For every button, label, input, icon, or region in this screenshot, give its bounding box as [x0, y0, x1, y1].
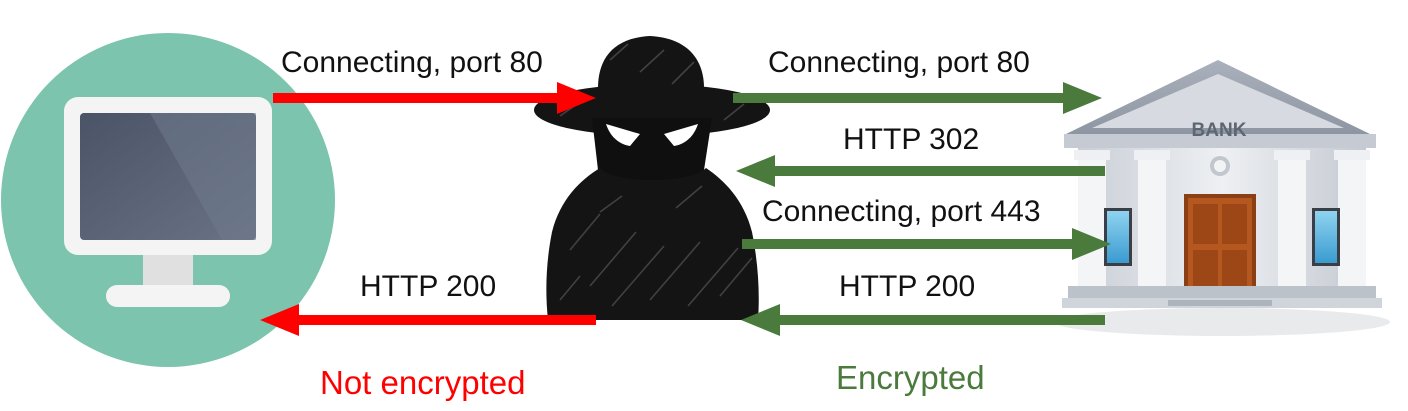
label-client-connecting-port-80: Connecting, port 80 [281, 46, 543, 79]
arrow-bank-to-attacker-200 [741, 304, 1105, 336]
spy-hat-silhouette-icon [534, 36, 770, 320]
bank-building-icon [1054, 60, 1390, 336]
bank-sign: BANK [1192, 120, 1247, 141]
label-attacker-connecting-port-80: Connecting, port 80 [768, 46, 1030, 79]
arrow-bank-to-attacker-302 [736, 155, 1105, 187]
arrow-client-to-attacker [273, 82, 596, 114]
label-bank-http-200: HTTP 200 [839, 270, 976, 303]
arrow-attacker-to-client-200 [260, 304, 596, 336]
label-connecting-port-443: Connecting, port 443 [762, 195, 1041, 228]
arrow-attacker-to-bank-port443 [742, 228, 1111, 260]
caption-not-encrypted: Not encrypted [320, 364, 526, 401]
label-client-http-200: HTTP 200 [360, 270, 497, 303]
caption-encrypted: Encrypted [836, 359, 985, 396]
label-http-302: HTTP 302 [843, 123, 980, 156]
arrow-attacker-to-bank-port80 [733, 82, 1102, 114]
desktop-computer-icon [1, 33, 335, 367]
